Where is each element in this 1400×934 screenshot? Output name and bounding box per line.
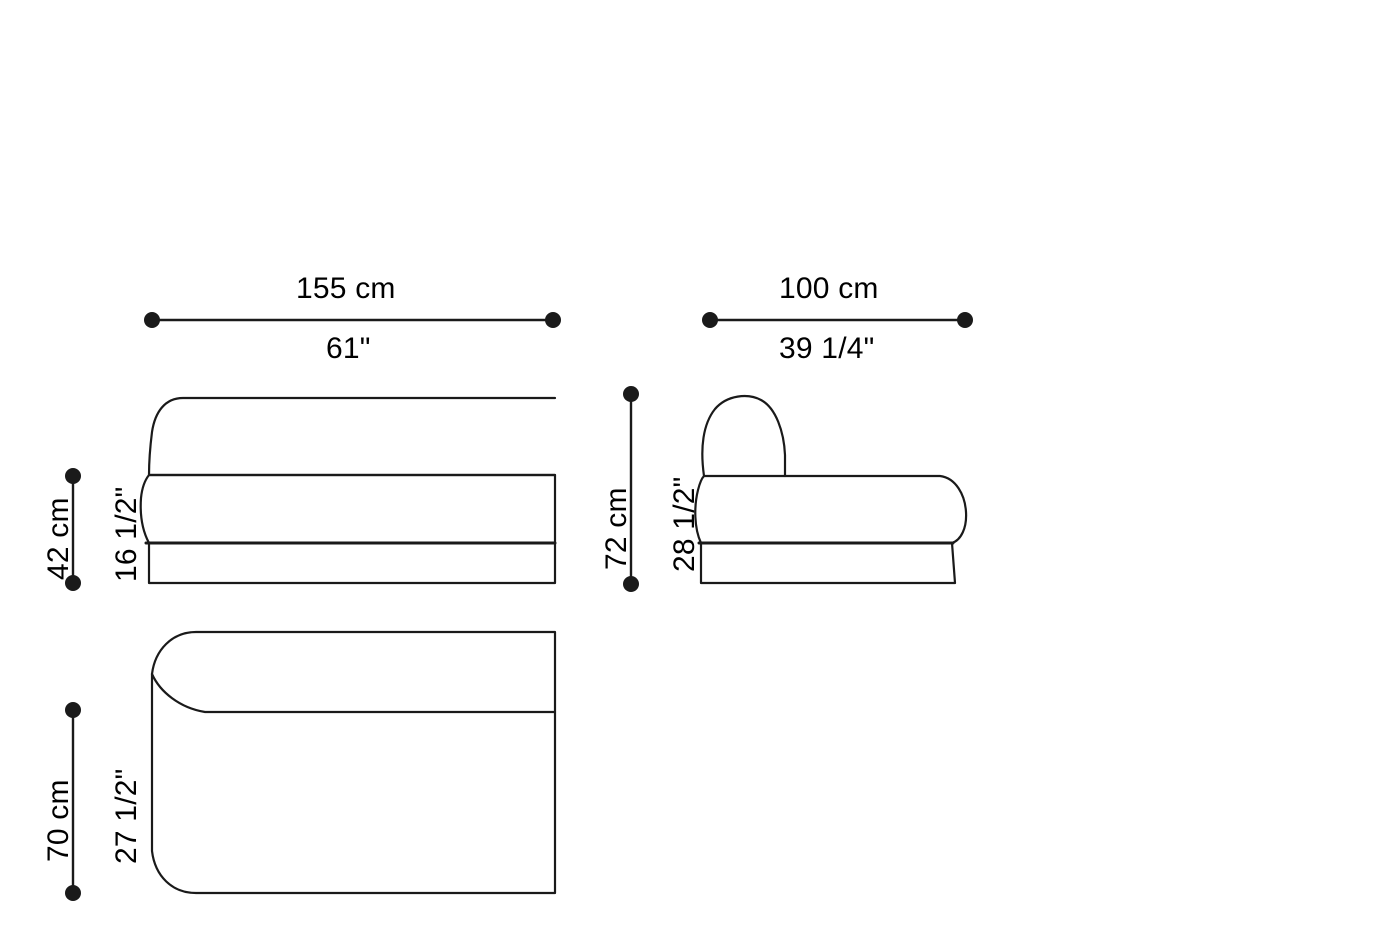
plan-depth-imperial-label: 27 1/2" xyxy=(110,768,143,864)
side-base-outline xyxy=(699,541,957,585)
dimension-endpoint-dot xyxy=(144,312,160,328)
side-backrest-outline xyxy=(701,394,787,478)
total-height-imperial-label: 28 1/2" xyxy=(668,476,701,572)
dimension-endpoint-dot xyxy=(65,702,81,718)
dimension-endpoint-dot xyxy=(623,576,639,592)
dimension-endpoint-dot xyxy=(957,312,973,328)
dimension-endpoint-dot xyxy=(702,312,718,328)
front-base-outline xyxy=(147,541,557,585)
side-elevation-view xyxy=(694,394,968,585)
plan-backrest-band xyxy=(150,672,557,714)
side-seat-outline xyxy=(694,474,968,545)
front-seat-outline xyxy=(139,473,557,545)
seat-height-metric-label: 42 cm xyxy=(42,497,75,580)
top-plan-view xyxy=(150,630,557,895)
depth-imperial-label: 39 1/4" xyxy=(779,332,875,365)
dimension-endpoint-dot xyxy=(65,468,81,484)
plan-depth-metric-label: 70 cm xyxy=(42,779,75,862)
plan-depth-dimension-line xyxy=(65,702,81,901)
total-height-metric-label: 72 cm xyxy=(600,487,633,570)
dimension-endpoint-dot xyxy=(623,386,639,402)
depth-dimension-line xyxy=(702,312,973,328)
width-imperial-label: 61" xyxy=(326,332,371,365)
seat-height-dimension-line xyxy=(65,468,81,591)
seat-height-imperial-label: 16 1/2" xyxy=(110,486,143,582)
dimension-endpoint-dot xyxy=(65,575,81,591)
width-dimension-line xyxy=(144,312,561,328)
total-height-dimension-line xyxy=(623,386,639,592)
width-metric-label: 155 cm xyxy=(296,272,396,305)
front-backrest-outline xyxy=(147,396,557,477)
dimension-endpoint-dot xyxy=(65,885,81,901)
plan-outline xyxy=(150,630,557,895)
dimension-endpoint-dot xyxy=(545,312,561,328)
front-elevation-view xyxy=(139,396,557,585)
depth-metric-label: 100 cm xyxy=(779,272,879,305)
